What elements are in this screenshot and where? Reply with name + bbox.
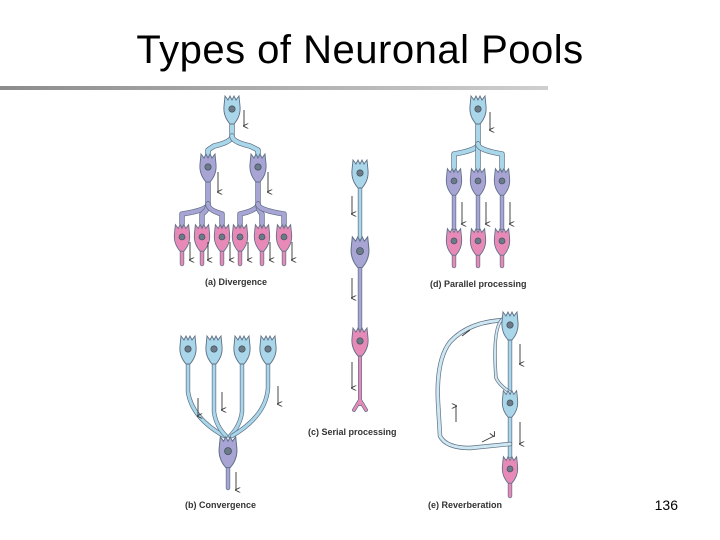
nucleus [498, 237, 506, 245]
nucleus [184, 345, 192, 353]
parallel-mid-neuron [445, 167, 463, 196]
nucleus [506, 321, 514, 329]
reverberation-neuron-1 [501, 310, 519, 341]
axon [476, 142, 504, 170]
axon [230, 134, 260, 158]
feedback-arrow [481, 436, 494, 443]
axon [436, 318, 512, 450]
divergence-postsynaptic-neuron [253, 223, 271, 252]
convergence-presynaptic-neuron [259, 334, 277, 365]
divergence-label: (a) Divergence [205, 277, 268, 287]
nucleus [450, 237, 458, 245]
nucleus [254, 163, 262, 171]
nucleus [210, 345, 218, 353]
nucleus [264, 345, 272, 353]
serial-neuron-2 [350, 235, 370, 269]
nucleus [356, 337, 364, 345]
nucleus [218, 233, 226, 241]
axon [206, 120, 234, 158]
parallel-postsynaptic-neuron [445, 227, 463, 256]
neuronal-pools-figure: (a) Divergence (b) Convergence (c) Seria… [170, 92, 550, 517]
nucleus [506, 465, 514, 473]
nucleus [198, 233, 206, 241]
reverberation-neuron-2 [501, 389, 519, 418]
nucleus [498, 177, 506, 185]
parallel-postsynaptic-neuron [469, 227, 487, 256]
axon [206, 202, 224, 226]
serial-processing-label: (c) Serial processing [308, 427, 397, 437]
axon [452, 120, 480, 170]
convergence-postsynaptic-neuron [218, 435, 238, 469]
nucleus [236, 233, 244, 241]
nucleus [280, 233, 288, 241]
parallel-mid-neuron [493, 167, 511, 196]
convergence-presynaptic-neuron [233, 334, 251, 365]
title-divider [0, 86, 548, 90]
slide-title: Types of Neuronal Pools [136, 28, 584, 72]
neuron-diagram [173, 94, 550, 499]
axon [230, 362, 270, 438]
nucleus [238, 345, 246, 353]
divergence-mid-neuron [249, 152, 267, 183]
convergence-label: (b) Convergence [185, 500, 257, 510]
axon [256, 202, 286, 226]
feedback-arrow [461, 329, 471, 337]
nucleus [474, 105, 482, 113]
convergence-presynaptic-neuron [205, 334, 223, 365]
nucleus [224, 447, 232, 455]
axon [352, 354, 368, 412]
convergence-presynaptic-neuron [179, 334, 197, 365]
divergence-postsynaptic-neuron [213, 223, 231, 252]
divergence-postsynaptic-neuron [275, 223, 293, 252]
nucleus [450, 177, 458, 185]
nucleus [356, 247, 364, 255]
nucleus [506, 399, 514, 407]
nucleus [258, 233, 266, 241]
nucleus [474, 177, 482, 185]
page-number: 136 [654, 497, 678, 513]
serial-neuron-3 [351, 326, 369, 357]
parallel-mid-neuron [469, 167, 487, 196]
parallel-presynaptic-neuron [469, 94, 487, 125]
axon [494, 317, 511, 393]
nucleus [178, 233, 186, 241]
divergence-postsynaptic-neuron [193, 223, 211, 252]
nucleus [204, 163, 212, 171]
parallel-postsynaptic-neuron [493, 227, 511, 256]
divergence-postsynaptic-neuron [231, 223, 249, 252]
reverberation-label: (e) Reverberation [428, 500, 503, 510]
nucleus [228, 105, 236, 113]
divergence-postsynaptic-neuron [173, 223, 191, 252]
serial-neuron-1 [351, 158, 369, 189]
parallel-processing-label: (d) Parallel processing [430, 279, 527, 289]
axon [186, 362, 226, 438]
nucleus [474, 237, 482, 245]
divergence-mid-neuron [199, 152, 217, 183]
divergence-presynaptic-neuron [223, 94, 241, 125]
reverberation-neuron-3 [501, 455, 519, 484]
axon [212, 362, 228, 438]
nucleus [356, 169, 364, 177]
